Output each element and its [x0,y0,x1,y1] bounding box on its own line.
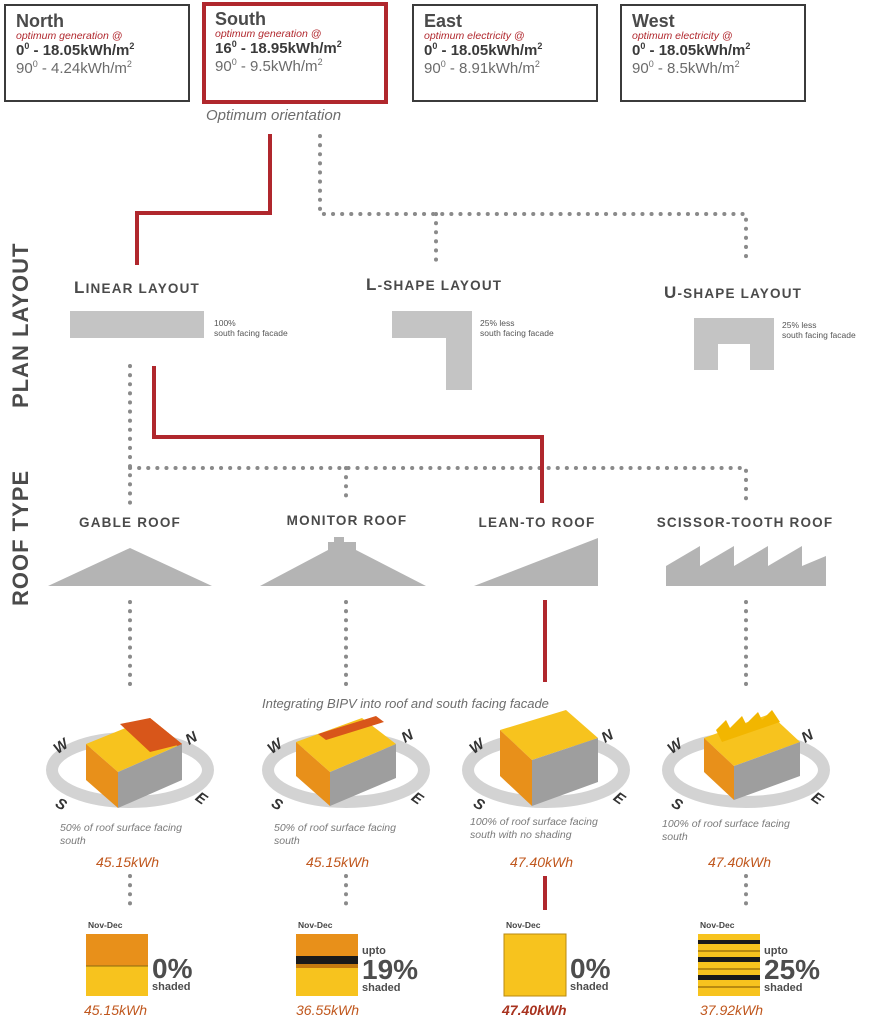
shaded-label: shaded [152,981,191,993]
orientation-value-2: 900 - 9.5kWh/m2 [215,57,323,76]
orientation-box-east: East optimum electricity @ 00 - 18.05kWh… [412,4,598,102]
orientation-value-1: 00 - 18.05kWh/m2 [632,41,751,60]
scissor-building-3d [704,710,800,800]
layout-label-l-shape: L-SHAPE LAYOUT [366,275,503,294]
month-label: Nov-Dec [506,920,541,930]
orientation-value-2: 900 - 4.24kWh/m2 [16,59,132,78]
dotted-connector [128,466,748,506]
final-kwh-scissor: 37.92kWh [700,1002,764,1018]
month-label: Nov-Dec [700,920,735,930]
shading-stats-monitor: upto 19% shaded [362,946,418,994]
result-kwh-scissor: 47.40kWh [708,854,772,870]
orientation-subtitle: optimum electricity @ [424,30,525,42]
shaded-label: shaded [570,981,609,993]
final-kwh-gable: 45.15kWh [84,1002,148,1018]
roof-label-gable: GABLE ROOF [79,515,181,530]
gable-building-3d [86,718,182,808]
shading-swatch-lean-to [503,933,567,997]
orientation-value-1: 00 - 18.05kWh/m2 [424,41,543,60]
result-kwh-lean-to: 47.40kWh [510,854,574,870]
optimal-path-line [135,134,272,265]
orientation-subtitle: optimum electricity @ [632,30,733,42]
roof-label-monitor: MONITOR ROOF [286,513,408,528]
shading-stats-gable: 0% shaded [152,953,193,993]
orientation-title: East [424,11,463,31]
gable-roof-shape [48,548,212,586]
l-shape-layout-shape [392,311,472,390]
orientation-subtitle: optimum generation @ [215,28,322,40]
monitor-building-3d [296,716,396,806]
upto-label: upto [362,945,386,957]
result-kwh-gable: 45.15kWh [96,854,160,870]
u-shape-layout-shape [694,318,774,370]
optimal-path-line [152,366,544,503]
upto-label: upto [764,945,788,957]
shading-percent: 25% [764,954,821,985]
lean-to-roof-shape [474,538,598,586]
shading-percent: 19% [362,954,419,985]
orientation-value-2: 900 - 8.91kWh/m2 [424,59,540,78]
orientation-box-west: West optimum electricity @ 00 - 18.05kWh… [620,4,806,102]
orientation-value-1: 160 - 18.95kWh/m2 [215,39,342,58]
optimum-orientation-label: Optimum orientation [206,107,342,124]
orientation-box-north: North optimum generation @ 00 - 18.05kWh… [4,4,190,102]
shading-stats-scissor: upto 25% shaded [764,946,820,994]
layout-label-linear: LINEAR LAYOUT [74,278,201,297]
month-label: Nov-Dec [298,920,333,930]
shaded-label: shaded [362,982,401,994]
final-kwh-monitor: 36.55kWh [296,1002,360,1018]
shading-swatch-monitor [296,934,358,996]
roof-label-scissor-tooth: SCISSOR-TOOTH ROOF [656,515,834,530]
orientation-title: North [16,11,64,31]
roof-label-lean-to: LEAN-TO ROOF [478,515,596,530]
dotted-connector [318,134,748,264]
result-kwh-monitor: 45.15kWh [306,854,370,870]
month-label: Nov-Dec [88,920,123,930]
orientation-value-1: 00 - 18.05kWh/m2 [16,41,135,60]
layout-label-u-shape: U-SHAPE LAYOUT [664,283,803,302]
shading-percent: 0% [570,953,611,984]
shading-swatch-gable [86,934,148,996]
shading-swatch-scissor [698,934,760,996]
orientation-title: South [215,9,266,29]
orientation-value-2: 900 - 8.5kWh/m2 [632,59,740,78]
orientation-box-south: South optimum generation @ 160 - 18.95kW… [202,2,388,104]
layout-note-linear: 100%south facing facade [214,318,288,338]
orientation-title: West [632,11,675,31]
orientation-subtitle: optimum generation @ [16,30,123,42]
final-kwh-lean-to: 47.40kWh [502,1002,567,1018]
scissor-tooth-roof-shape [666,546,826,586]
shading-stats-lean-to: 0% shaded [570,953,611,993]
shading-percent: 0% [152,953,193,984]
lean-to-building-3d [500,710,598,806]
monitor-roof-shape [260,537,426,586]
bipv-caption: Integrating BIPV into roof and south fac… [262,696,549,711]
linear-layout-shape [70,311,204,338]
shaded-label: shaded [764,982,803,994]
